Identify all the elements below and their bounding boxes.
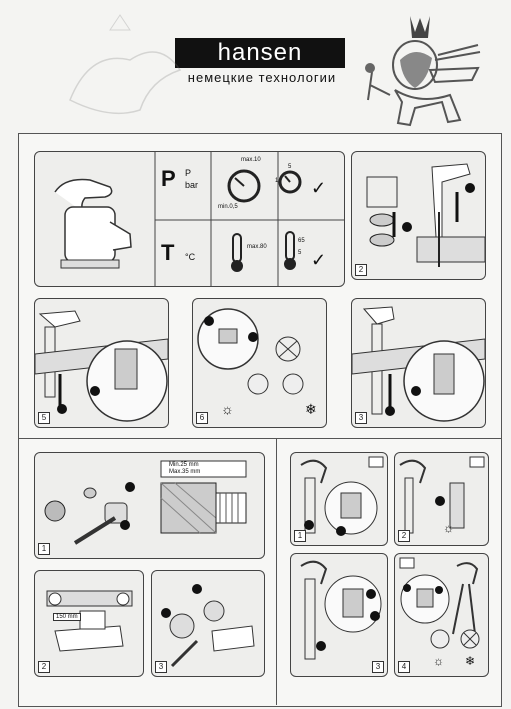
step-number: 2 [38, 661, 50, 673]
step-panel-bottom-left-1: Min.25 mm Max.35 mm 1 [34, 452, 265, 559]
pressure-check-icon: ✓ [311, 178, 327, 198]
brand-tagline: немецкие технологии [187, 70, 337, 85]
step-panel-top-3: 3 [351, 298, 486, 428]
snowflake-icon: ❄ [305, 401, 317, 417]
left-crest-watermark [69, 14, 182, 115]
pressure-recommended-low: 1 [275, 178, 279, 184]
step-number: 2 [355, 264, 367, 276]
pressure-symbol: P [161, 166, 176, 191]
lion-crest-icon [365, 16, 481, 127]
pressure-unit-line1: P [185, 168, 192, 178]
pressure-max: max.10 [241, 157, 261, 163]
step-number: 1 [38, 543, 50, 555]
dimension-min: Min.25 mm [169, 462, 199, 468]
divider-horizontal [18, 438, 501, 439]
step-number: 3 [355, 412, 367, 424]
step-panel-bottom-right-2: ☼ 2 [394, 452, 489, 546]
step-number: 1 [294, 530, 306, 542]
pressure-unit-line2: bar [185, 180, 199, 190]
step-panel-top-2: 2 [351, 151, 486, 280]
temperature-check-icon: ✓ [311, 250, 327, 270]
pressure-recommended-high: 5 [288, 164, 292, 170]
specs-panel: P P bar max.10 min.0,5 1 5 ✓ T °C max.80… [34, 151, 345, 287]
step-number: 3 [155, 661, 167, 673]
sun-icon: ☼ [221, 401, 234, 417]
pressure-min: min.0,5 [218, 204, 238, 210]
step-number: 2 [398, 530, 410, 542]
step-panel-bottom-left-3: 3 [151, 570, 265, 677]
step-panel-bottom-left-2: 150 mm 2 [34, 570, 144, 677]
temperature-symbol: T [161, 240, 175, 265]
step-panel-top-5: 5 [34, 298, 169, 428]
sun-icon: ☼ [433, 654, 444, 668]
temperature-recommended-high: 65 [298, 238, 305, 244]
step-number: 6 [196, 412, 208, 424]
dimension-spacing: 150 mm [53, 613, 81, 621]
step-number: 4 [398, 661, 410, 673]
step-panel-bottom-right-1: 1 [290, 452, 388, 546]
brand-logo: hansen [175, 38, 345, 68]
step-number: 3 [372, 661, 384, 673]
faucet-illustration [54, 152, 344, 286]
step-panel-bottom-right-3: 3 [290, 553, 388, 677]
step-panel-bottom-right-4: ☼ ❄ 4 [394, 553, 489, 677]
dimension-max: Max.35 mm [169, 469, 201, 475]
step-panel-top-6: ☼ ❄ 6 [192, 298, 327, 428]
temperature-unit: °C [185, 252, 196, 262]
temperature-max: max.80 [247, 244, 267, 250]
sun-icon: ☼ [443, 521, 454, 535]
snowflake-icon: ❄ [465, 654, 476, 668]
temperature-recommended-low: 5 [298, 250, 302, 256]
step-number: 5 [38, 412, 50, 424]
divider-vertical [276, 438, 277, 705]
